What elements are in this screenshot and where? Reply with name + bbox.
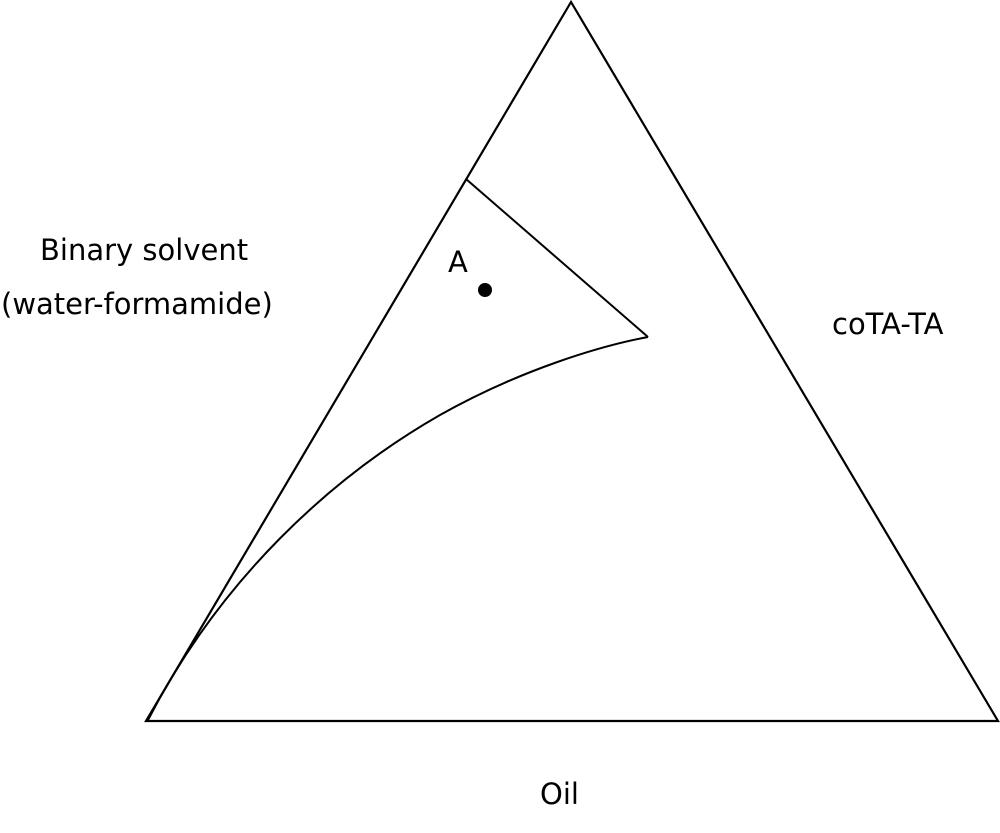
region-boundary-upper [465, 178, 649, 338]
vertex-label-binary-solvent-sub: (water-formamide) [1, 287, 273, 321]
vertex-label-oil: Oil [540, 777, 579, 811]
vertex-label-binary-solvent: Binary solvent [40, 233, 248, 267]
point-a-marker [478, 283, 492, 297]
vertex-label-cota-ta: coTA-TA [832, 307, 944, 341]
point-a-label: A [448, 245, 468, 279]
ternary-triangle [144, 0, 1000, 723]
region-boundary-curve [147, 336, 649, 721]
